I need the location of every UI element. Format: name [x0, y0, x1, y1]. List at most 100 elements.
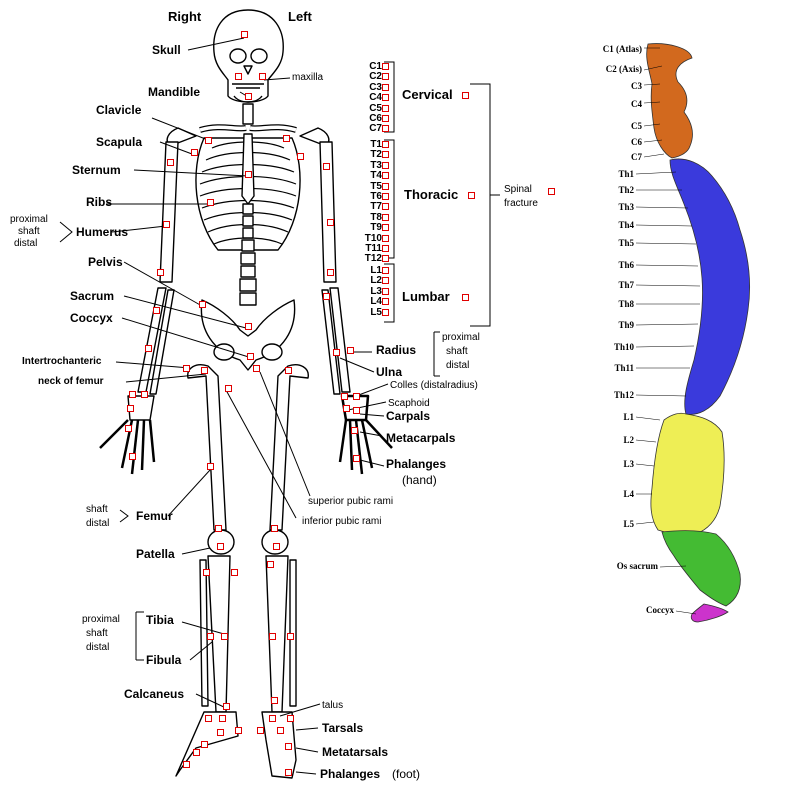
- fracture-marker[interactable]: [129, 391, 136, 398]
- fracture-marker[interactable]: [221, 633, 228, 640]
- fracture-marker[interactable]: [167, 159, 174, 166]
- fracture-marker[interactable]: [217, 729, 224, 736]
- fracture-marker[interactable]: [141, 391, 148, 398]
- fracture-marker[interactable]: [343, 405, 350, 412]
- fracture-marker[interactable]: [203, 569, 210, 576]
- fracture-marker[interactable]: [269, 633, 276, 640]
- fracture-marker[interactable]: [277, 727, 284, 734]
- fracture-marker[interactable]: [231, 569, 238, 576]
- fracture-marker[interactable]: [253, 365, 260, 372]
- fracture-marker[interactable]: [163, 221, 170, 228]
- fracture-marker[interactable]: [323, 163, 330, 170]
- fracture-marker[interactable]: [235, 727, 242, 734]
- fracture-marker[interactable]: [351, 427, 358, 434]
- fracture-marker[interactable]: [241, 31, 248, 38]
- fracture-marker[interactable]: [347, 347, 354, 354]
- fracture-marker[interactable]: [462, 294, 469, 301]
- fracture-marker[interactable]: [191, 149, 198, 156]
- label-patella: Patella: [136, 547, 175, 561]
- fracture-marker[interactable]: [273, 543, 280, 550]
- fracture-marker[interactable]: [217, 543, 224, 550]
- fracture-marker[interactable]: [201, 741, 208, 748]
- fracture-marker[interactable]: [271, 525, 278, 532]
- fracture-marker[interactable]: [125, 425, 132, 432]
- fracture-marker[interactable]: [382, 161, 389, 169]
- fracture-marker[interactable]: [287, 633, 294, 640]
- fracture-marker[interactable]: [267, 561, 274, 568]
- fracture-marker[interactable]: [129, 453, 136, 460]
- fracture-marker[interactable]: [333, 349, 340, 356]
- fracture-marker[interactable]: [127, 405, 134, 412]
- fracture-marker[interactable]: [382, 151, 389, 159]
- fracture-marker[interactable]: [382, 213, 389, 221]
- fracture-marker[interactable]: [223, 703, 230, 710]
- fracture-marker[interactable]: [323, 293, 330, 300]
- fracture-marker[interactable]: [327, 269, 334, 276]
- fracture-marker[interactable]: [382, 83, 389, 91]
- fracture-marker[interactable]: [382, 203, 389, 211]
- fracture-marker[interactable]: [382, 245, 389, 252]
- fracture-marker[interactable]: [201, 367, 208, 374]
- fracture-marker[interactable]: [382, 94, 389, 102]
- fracture-marker[interactable]: [285, 743, 292, 750]
- fracture-marker[interactable]: [382, 172, 389, 180]
- fracture-marker[interactable]: [353, 407, 360, 414]
- fracture-marker[interactable]: [353, 455, 360, 462]
- spine-label-thoracic: Th8: [618, 299, 634, 309]
- fracture-marker[interactable]: [205, 137, 212, 144]
- fracture-marker[interactable]: [353, 393, 360, 400]
- fracture-marker[interactable]: [382, 287, 389, 295]
- fracture-marker[interactable]: [207, 463, 214, 470]
- fracture-marker[interactable]: [327, 219, 334, 226]
- fracture-marker[interactable]: [235, 73, 242, 80]
- fracture-marker[interactable]: [215, 525, 222, 532]
- fracture-marker[interactable]: [245, 171, 252, 178]
- label-phalanges-hand-sub: (hand): [402, 473, 437, 487]
- fracture-marker[interactable]: [207, 199, 214, 206]
- fracture-marker[interactable]: [283, 135, 290, 142]
- fracture-marker[interactable]: [382, 104, 389, 112]
- fracture-marker[interactable]: [382, 267, 389, 274]
- fracture-marker[interactable]: [245, 323, 252, 330]
- fracture-marker[interactable]: [468, 192, 475, 199]
- fracture-marker[interactable]: [207, 633, 214, 640]
- fracture-marker[interactable]: [205, 715, 212, 722]
- fracture-marker[interactable]: [382, 125, 389, 133]
- humerus-sub-shaft: shaft: [18, 226, 40, 237]
- fracture-marker[interactable]: [382, 73, 389, 81]
- fracture-marker[interactable]: [245, 93, 252, 100]
- fracture-marker[interactable]: [199, 301, 206, 308]
- fracture-marker[interactable]: [382, 308, 389, 316]
- fracture-marker[interactable]: [382, 63, 389, 70]
- fracture-marker[interactable]: [382, 234, 389, 242]
- fracture-marker[interactable]: [219, 715, 226, 722]
- fracture-marker[interactable]: [271, 697, 278, 704]
- fracture-marker[interactable]: [157, 269, 164, 276]
- fracture-marker[interactable]: [297, 153, 304, 160]
- fracture-marker[interactable]: [183, 761, 190, 768]
- fracture-marker[interactable]: [285, 367, 292, 374]
- fracture-marker[interactable]: [382, 224, 389, 232]
- fracture-marker[interactable]: [382, 193, 389, 200]
- fracture-marker[interactable]: [382, 115, 389, 122]
- fracture-marker[interactable]: [287, 715, 294, 722]
- fracture-marker[interactable]: [153, 307, 160, 314]
- fracture-marker[interactable]: [225, 385, 232, 392]
- fracture-marker[interactable]: [462, 92, 469, 99]
- fracture-marker[interactable]: [382, 182, 389, 190]
- fracture-marker[interactable]: [382, 255, 389, 263]
- fracture-marker[interactable]: [145, 345, 152, 352]
- fracture-marker[interactable]: [382, 141, 389, 148]
- fracture-marker[interactable]: [285, 769, 292, 776]
- fracture-marker[interactable]: [259, 73, 266, 80]
- fracture-marker[interactable]: [341, 393, 348, 400]
- fracture-marker[interactable]: [382, 298, 389, 306]
- spine-label-cervical: C6: [631, 137, 642, 147]
- fracture-marker[interactable]: [257, 727, 264, 734]
- fracture-marker[interactable]: [247, 353, 254, 360]
- fracture-marker[interactable]: [269, 715, 276, 722]
- fracture-marker[interactable]: [183, 365, 190, 372]
- fracture-marker[interactable]: [193, 749, 200, 756]
- fracture-marker[interactable]: [382, 277, 389, 285]
- fracture-marker[interactable]: [548, 188, 555, 195]
